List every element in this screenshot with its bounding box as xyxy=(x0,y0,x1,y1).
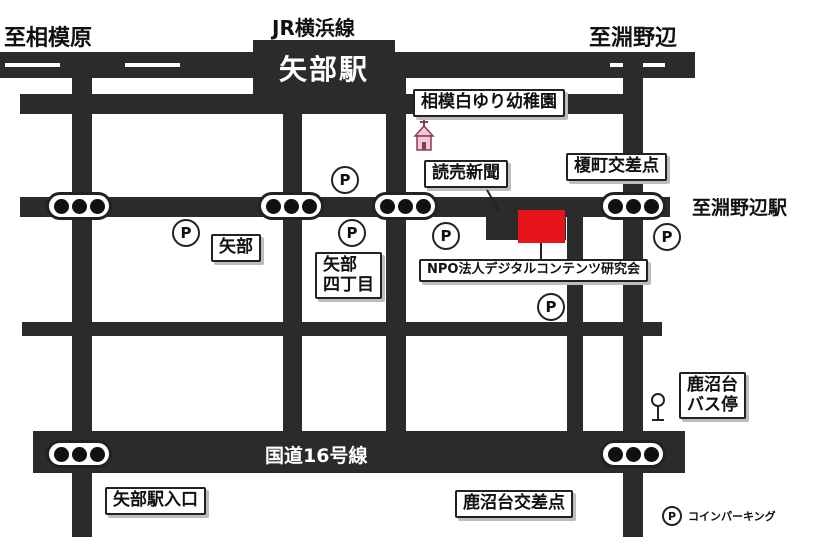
parking-icon: P xyxy=(338,219,366,247)
yabe-station-entrance-label: 矢部駅入口 xyxy=(105,487,206,515)
yabe-station: 矢部駅 xyxy=(253,40,395,96)
road-vertical-2 xyxy=(283,60,302,433)
yabe-4chome-label: 矢部 四丁目 xyxy=(315,252,382,300)
direction-fuchinobe-station: 至淵野辺駅 xyxy=(692,197,788,219)
parking-icon: P xyxy=(537,293,565,321)
legend-label: コインパーキング xyxy=(688,510,776,523)
traffic-signal-icon xyxy=(600,192,666,220)
npo-leader xyxy=(540,243,542,261)
traffic-signal-icon xyxy=(372,192,438,220)
road-vertical-1 xyxy=(72,60,92,537)
yabe-intersection-label: 矢部 xyxy=(211,234,261,262)
parking-icon: P xyxy=(172,219,200,247)
route-16 xyxy=(33,431,685,473)
traffic-signal-icon xyxy=(46,192,112,220)
traffic-signal-icon xyxy=(600,440,666,468)
parking-legend: P コインパーキング xyxy=(662,506,776,526)
newspaper-label: 読売新聞 xyxy=(424,160,508,188)
kindergarten-icon xyxy=(413,118,435,151)
route-16-label: 国道16号線 xyxy=(265,445,368,467)
parking-icon: P xyxy=(432,222,460,250)
kanumadai-intersection-label: 鹿沼台交差点 xyxy=(455,490,573,518)
rail-dash xyxy=(5,63,60,67)
parking-icon: P xyxy=(653,223,681,251)
parking-icon: P xyxy=(331,166,359,194)
direction-fuchinobe: 至淵野辺 xyxy=(589,26,678,51)
enokicho-intersection-label: 榎町交差点 xyxy=(566,153,667,181)
bus-stop-label: 鹿沼台 バス停 xyxy=(679,372,746,420)
bus-stop-icon xyxy=(651,393,665,421)
road-vertical-4 xyxy=(567,217,583,433)
npo-label: NPO法人デジタルコンテンツ研究会 xyxy=(419,259,648,282)
traffic-signal-icon xyxy=(46,440,112,468)
parking-icon: P xyxy=(662,506,682,526)
direction-sagamihara: 至相模原 xyxy=(4,26,93,51)
kindergarten-label: 相模白ゆり幼稚園 xyxy=(413,89,565,117)
rail-dash xyxy=(125,63,180,67)
road-main-east-west xyxy=(20,197,670,217)
npo-office-marker xyxy=(518,210,565,243)
road-south xyxy=(22,322,662,336)
rail-line-label: JR横浜線 xyxy=(272,16,355,40)
road-vertical-3 xyxy=(386,60,406,433)
traffic-signal-icon xyxy=(258,192,324,220)
